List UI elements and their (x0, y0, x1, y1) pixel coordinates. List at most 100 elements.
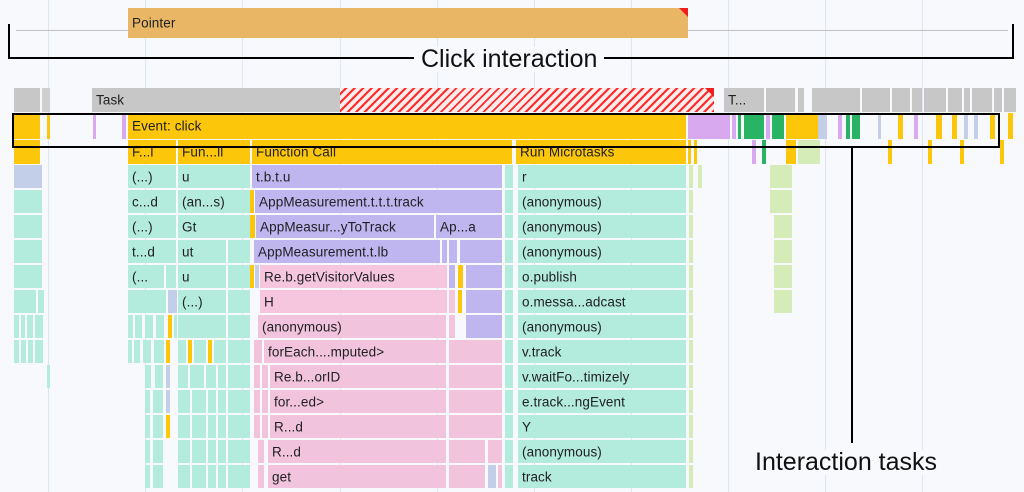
event-click-row-segment-9[interactable] (766, 113, 770, 139)
task-row-t[interactable]: T... (724, 88, 764, 112)
function-call-row-segment-7[interactable] (752, 140, 756, 164)
event-click-row-segment-17[interactable] (898, 113, 903, 139)
stack-row-5-segment-8[interactable] (449, 265, 455, 288)
stack-row-9-segment-7[interactable] (218, 365, 226, 388)
stack-row-5-[interactable]: (... (128, 265, 164, 288)
task-row-segment-6[interactable] (798, 88, 804, 112)
stack-row-4-segment-5[interactable] (442, 240, 447, 263)
event-click-row-event-click[interactable]: Event: click (128, 113, 686, 139)
task-row-segment-3[interactable] (340, 88, 714, 112)
stack-row-6-segment-5[interactable] (228, 290, 250, 313)
stack-row-9-segment-1[interactable] (145, 365, 151, 388)
stack-row-8-segment-10[interactable] (188, 340, 192, 363)
stack-row-4-t-d[interactable]: t...d (128, 240, 176, 263)
event-click-row-segment-7[interactable] (738, 113, 741, 139)
stack-row-13-segment-5[interactable] (218, 465, 226, 488)
stack-row-5-segment-10[interactable] (466, 265, 502, 288)
stack-row-3-appmeasur-ytotrack[interactable]: AppMeasur...yToTrack (256, 215, 434, 238)
stack-row-8-segment-20[interactable] (689, 340, 693, 363)
function-call-row-segment-5[interactable] (688, 140, 691, 164)
stack-row-3-ap-a[interactable]: Ap...a (436, 215, 502, 238)
function-call-row-f-l[interactable]: F...l (128, 140, 176, 164)
stack-row-2-segment-3[interactable] (250, 190, 254, 213)
stack-row-11-segment-8[interactable] (254, 415, 260, 438)
function-call-row-segment-11[interactable] (888, 140, 892, 164)
stack-row-7-segment-14[interactable] (466, 315, 502, 338)
function-call-row-segment-13[interactable] (960, 140, 964, 164)
stack-row-5-segment-6[interactable] (255, 265, 259, 288)
stack-row-10-segment-0[interactable] (145, 390, 150, 413)
stack-row-6-segment-13[interactable] (774, 290, 792, 313)
task-row-segment-5[interactable] (766, 88, 795, 112)
stack-row-6-segment-10[interactable] (505, 290, 513, 313)
stack-row-6-segment-9[interactable] (466, 290, 502, 313)
stack-row-4-segment-11[interactable] (774, 240, 792, 263)
event-click-row-segment-24[interactable] (1008, 113, 1013, 139)
stack-row-3-segment-0[interactable] (14, 215, 42, 238)
stack-row-2-segment-5[interactable] (505, 190, 513, 213)
event-click-row-segment-3[interactable] (122, 113, 126, 139)
stack-row-8-foreach-mputed[interactable]: forEach....mputed> (264, 340, 446, 363)
stack-row-12-r-d[interactable]: R...d (268, 440, 446, 463)
stack-row-9-segment-6[interactable] (206, 365, 216, 388)
stack-row-8-segment-3[interactable] (35, 340, 43, 363)
stack-row-12-segment-1[interactable] (153, 440, 163, 463)
event-click-row-segment-14[interactable] (846, 113, 850, 139)
stack-row-8-segment-15[interactable] (254, 340, 262, 363)
stack-row-1-r[interactable]: r (518, 165, 686, 188)
stack-row-5-segment-4[interactable] (228, 265, 250, 288)
stack-row-3-segment-6[interactable] (505, 215, 513, 238)
stack-row-11-segment-5[interactable] (208, 415, 216, 438)
stack-row-12-segment-11[interactable] (505, 440, 513, 463)
function-call-row-run-microtasks[interactable]: Run Microtasks (516, 140, 686, 164)
stack-row-7-segment-0[interactable] (14, 315, 19, 338)
stack-row-4-segment-3[interactable] (228, 240, 250, 263)
stack-row-7-segment-11[interactable] (228, 315, 250, 338)
stack-row-10-segment-1[interactable] (153, 390, 163, 413)
stack-row-9-segment-0[interactable] (47, 365, 50, 388)
event-click-row-segment-16[interactable] (878, 113, 881, 139)
stack-row-13-segment-0[interactable] (145, 465, 150, 488)
stack-row-8-segment-12[interactable] (208, 340, 212, 363)
function-call-row-fun-ll[interactable]: Fun...ll (178, 140, 250, 164)
stack-row-8-segment-11[interactable] (194, 340, 206, 363)
stack-row-11-segment-14[interactable] (689, 415, 693, 438)
stack-row-2-segment-7[interactable] (689, 190, 693, 213)
stack-row-12-segment-3[interactable] (192, 440, 206, 463)
stack-row-11-segment-11[interactable] (449, 415, 502, 438)
stack-row-10-segment-2[interactable] (166, 390, 170, 413)
stack-row-4-anonymous[interactable]: (anonymous) (518, 240, 686, 263)
stack-row-1-segment-6[interactable] (689, 165, 693, 188)
stack-row-2-anonymous[interactable]: (anonymous) (518, 190, 686, 213)
stack-row-1-[interactable]: (...) (128, 165, 176, 188)
stack-row-5-segment-13[interactable] (689, 265, 693, 288)
stack-row-9-segment-12[interactable] (449, 365, 502, 388)
stack-row-12-segment-4[interactable] (208, 440, 216, 463)
stack-row-9-segment-9[interactable] (254, 365, 260, 388)
stack-row-5-re-b-getvisitorvalues[interactable]: Re.b.getVisitorValues (260, 265, 447, 288)
stack-row-7-segment-17[interactable] (689, 315, 693, 338)
stack-row-5-segment-0[interactable] (14, 265, 42, 288)
stack-row-3-gt[interactable]: Gt (178, 215, 250, 238)
stack-row-3-anonymous[interactable]: (anonymous) (518, 215, 686, 238)
stack-row-8-segment-14[interactable] (228, 340, 250, 363)
event-click-row-segment-10[interactable] (772, 113, 784, 139)
stack-row-8-segment-4[interactable] (128, 340, 132, 363)
event-click-row-segment-12[interactable] (818, 113, 827, 139)
stack-row-3-segment-9[interactable] (774, 215, 792, 238)
event-click-row-segment-8[interactable] (744, 113, 764, 139)
stack-row-13-segment-14[interactable] (689, 465, 693, 488)
stack-row-6-segment-0[interactable] (14, 290, 36, 313)
stack-row-2-segment-8[interactable] (770, 190, 792, 213)
task-row-segment-7[interactable] (812, 88, 860, 112)
stack-row-6-segment-8[interactable] (458, 290, 462, 313)
stack-row-1-t-b-t-u[interactable]: t.b.t.u (252, 165, 502, 188)
stack-row-12-segment-5[interactable] (218, 440, 226, 463)
stack-row-7-segment-15[interactable] (505, 315, 513, 338)
task-row-segment-14[interactable] (972, 88, 992, 112)
stack-row-13-segment-10[interactable] (488, 465, 496, 488)
stack-row-5-segment-11[interactable] (505, 265, 513, 288)
stack-row-4-segment-10[interactable] (689, 240, 693, 263)
stack-row-4-segment-7[interactable] (460, 240, 502, 263)
stack-row-13-track[interactable]: track (518, 465, 686, 488)
